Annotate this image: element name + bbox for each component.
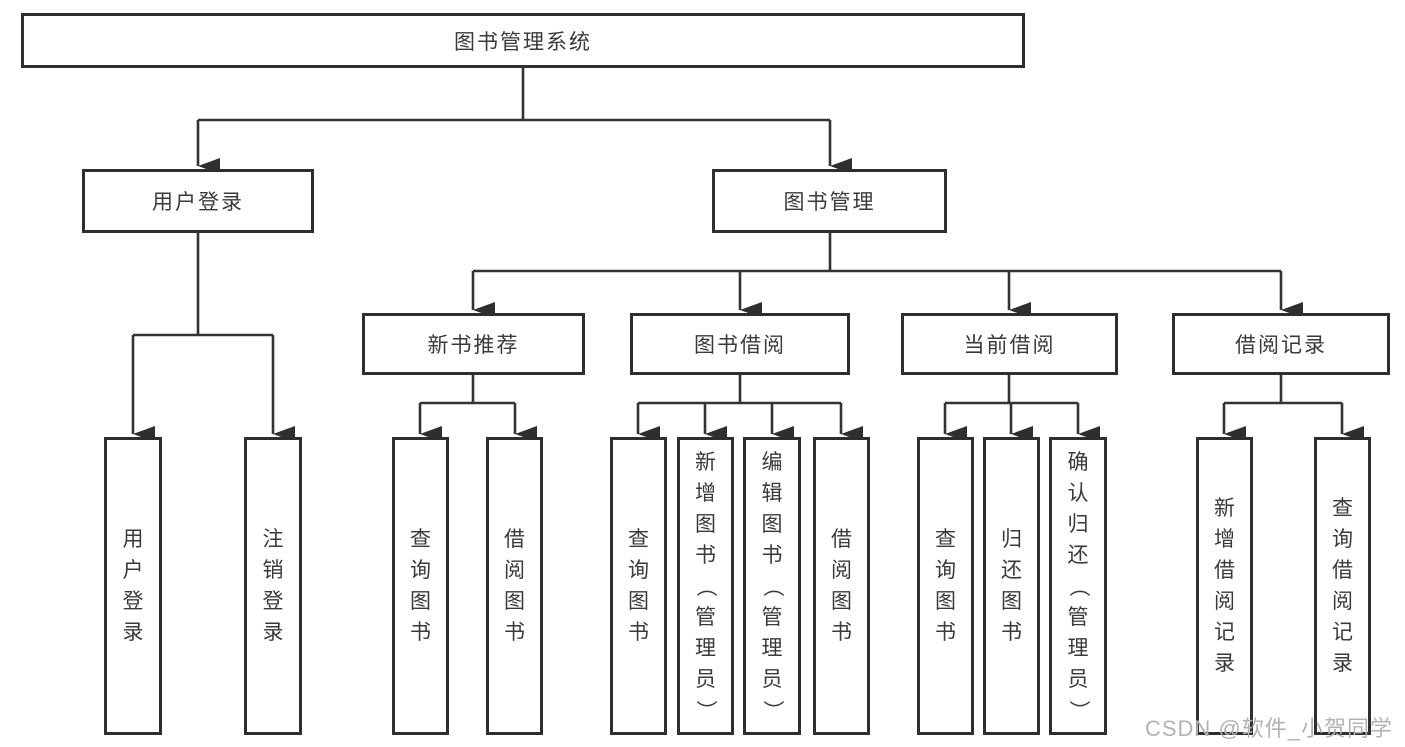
leaf-recommend-borrow-book-label: 借阅图书 [504, 528, 525, 644]
leaf-recommend-query-book-label: 查询图书 [410, 528, 431, 644]
leaf-current-return-book-label: 归还图书 [1001, 528, 1022, 644]
node-new-book-recommend: 新书推荐 [362, 313, 585, 375]
leaf-borrow-query-book-label: 查询图书 [628, 528, 649, 644]
leaf-current-confirm-return: 确认归还（管理员） [1049, 437, 1107, 735]
node-book-borrow: 图书借阅 [630, 313, 850, 375]
leaf-current-confirm-return-label: 确认归还（管理员） [1066, 450, 1090, 721]
leaf-logout: 注销登录 [244, 437, 302, 735]
node-root: 图书管理系统 [21, 13, 1025, 68]
node-current-borrow-label: 当前借阅 [963, 334, 1056, 357]
leaf-record-query: 查询借阅记录 [1314, 437, 1371, 735]
leaf-current-query-book-label: 查询图书 [935, 528, 956, 644]
leaf-borrow-add-book-label: 新增图书（管理员） [694, 450, 717, 721]
leaf-borrow-query-book: 查询图书 [610, 437, 667, 735]
leaf-recommend-query-book: 查询图书 [392, 437, 449, 735]
node-user-login-label: 用户登录 [152, 191, 244, 214]
leaf-borrow-borrow-book: 借阅图书 [813, 437, 870, 735]
node-borrow-record: 借阅记录 [1172, 313, 1390, 375]
leaf-borrow-edit-book: 编辑图书（管理员） [743, 437, 801, 735]
node-borrow-record-label: 借阅记录 [1235, 334, 1327, 357]
leaf-record-query-label: 查询借阅记录 [1332, 497, 1353, 675]
leaf-borrow-edit-book-label: 编辑图书（管理员） [760, 450, 784, 721]
leaf-recommend-borrow-book: 借阅图书 [486, 437, 543, 735]
leaf-user-login-label: 用户登录 [122, 528, 144, 644]
connector-group [131, 68, 1364, 442]
leaf-record-add: 新增借阅记录 [1196, 437, 1253, 735]
leaf-borrow-add-book: 新增图书（管理员） [677, 437, 734, 735]
node-book-management: 图书管理 [712, 169, 947, 233]
leaf-record-add-label: 新增借阅记录 [1214, 497, 1235, 675]
leaf-logout-label: 注销登录 [262, 528, 284, 644]
csdn-watermark: CSDN @软件_小贺同学 [1144, 716, 1393, 741]
leaf-current-query-book: 查询图书 [917, 437, 974, 735]
node-book-management-label: 图书管理 [783, 191, 876, 214]
leaf-borrow-borrow-book-label: 借阅图书 [831, 528, 852, 644]
node-book-borrow-label: 图书借阅 [694, 334, 786, 357]
node-root-label: 图书管理系统 [454, 30, 592, 54]
node-user-login: 用户登录 [82, 169, 314, 233]
leaf-user-login: 用户登录 [104, 437, 162, 735]
node-new-book-recommend-label: 新书推荐 [427, 334, 520, 357]
leaf-current-return-book: 归还图书 [983, 437, 1040, 735]
node-current-borrow: 当前借阅 [901, 313, 1118, 375]
